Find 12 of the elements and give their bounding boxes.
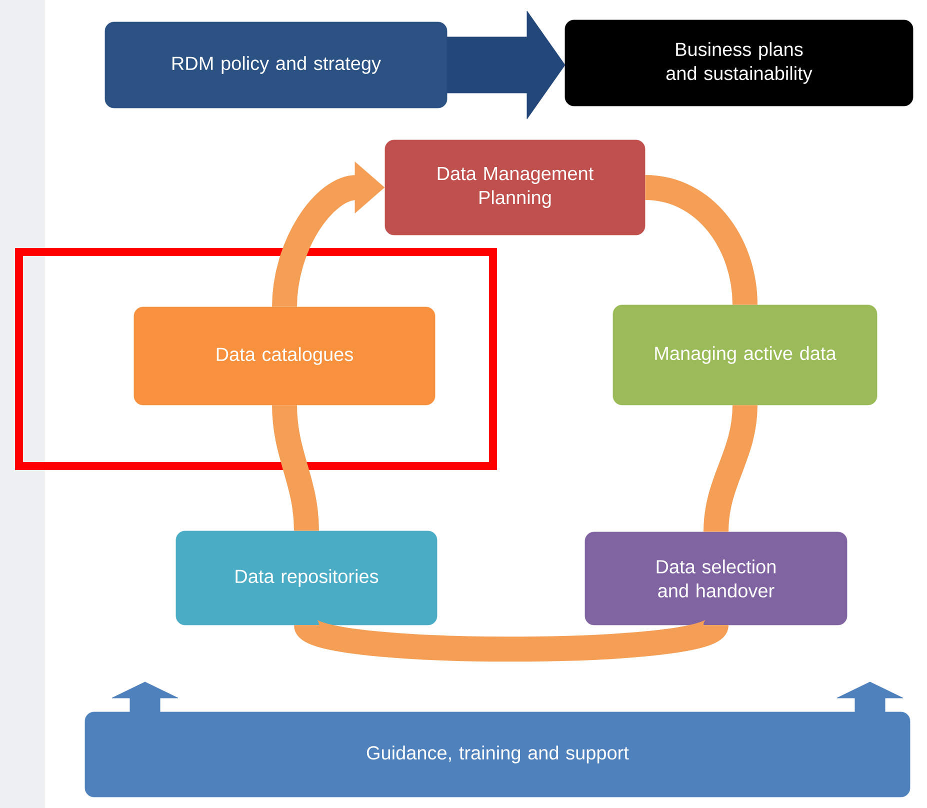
- up-arrow: [112, 682, 178, 712]
- strategy-box: RDM policy and strategy: [104, 22, 448, 108]
- process-box: Data catalogues: [134, 306, 436, 406]
- support-bar: Guidance, training and support: [84, 712, 910, 798]
- highlight-rectangle: [15, 248, 497, 470]
- plan-box: Business plans and sustainability: [564, 20, 914, 106]
- up-arrow: [836, 682, 904, 712]
- process-box: Data Management Planning: [384, 140, 646, 236]
- block-arrow: [446, 10, 566, 120]
- process-box: Data selection and handover: [584, 532, 848, 626]
- process-box: Managing active data: [612, 304, 878, 406]
- process-box: Data repositories: [176, 530, 438, 626]
